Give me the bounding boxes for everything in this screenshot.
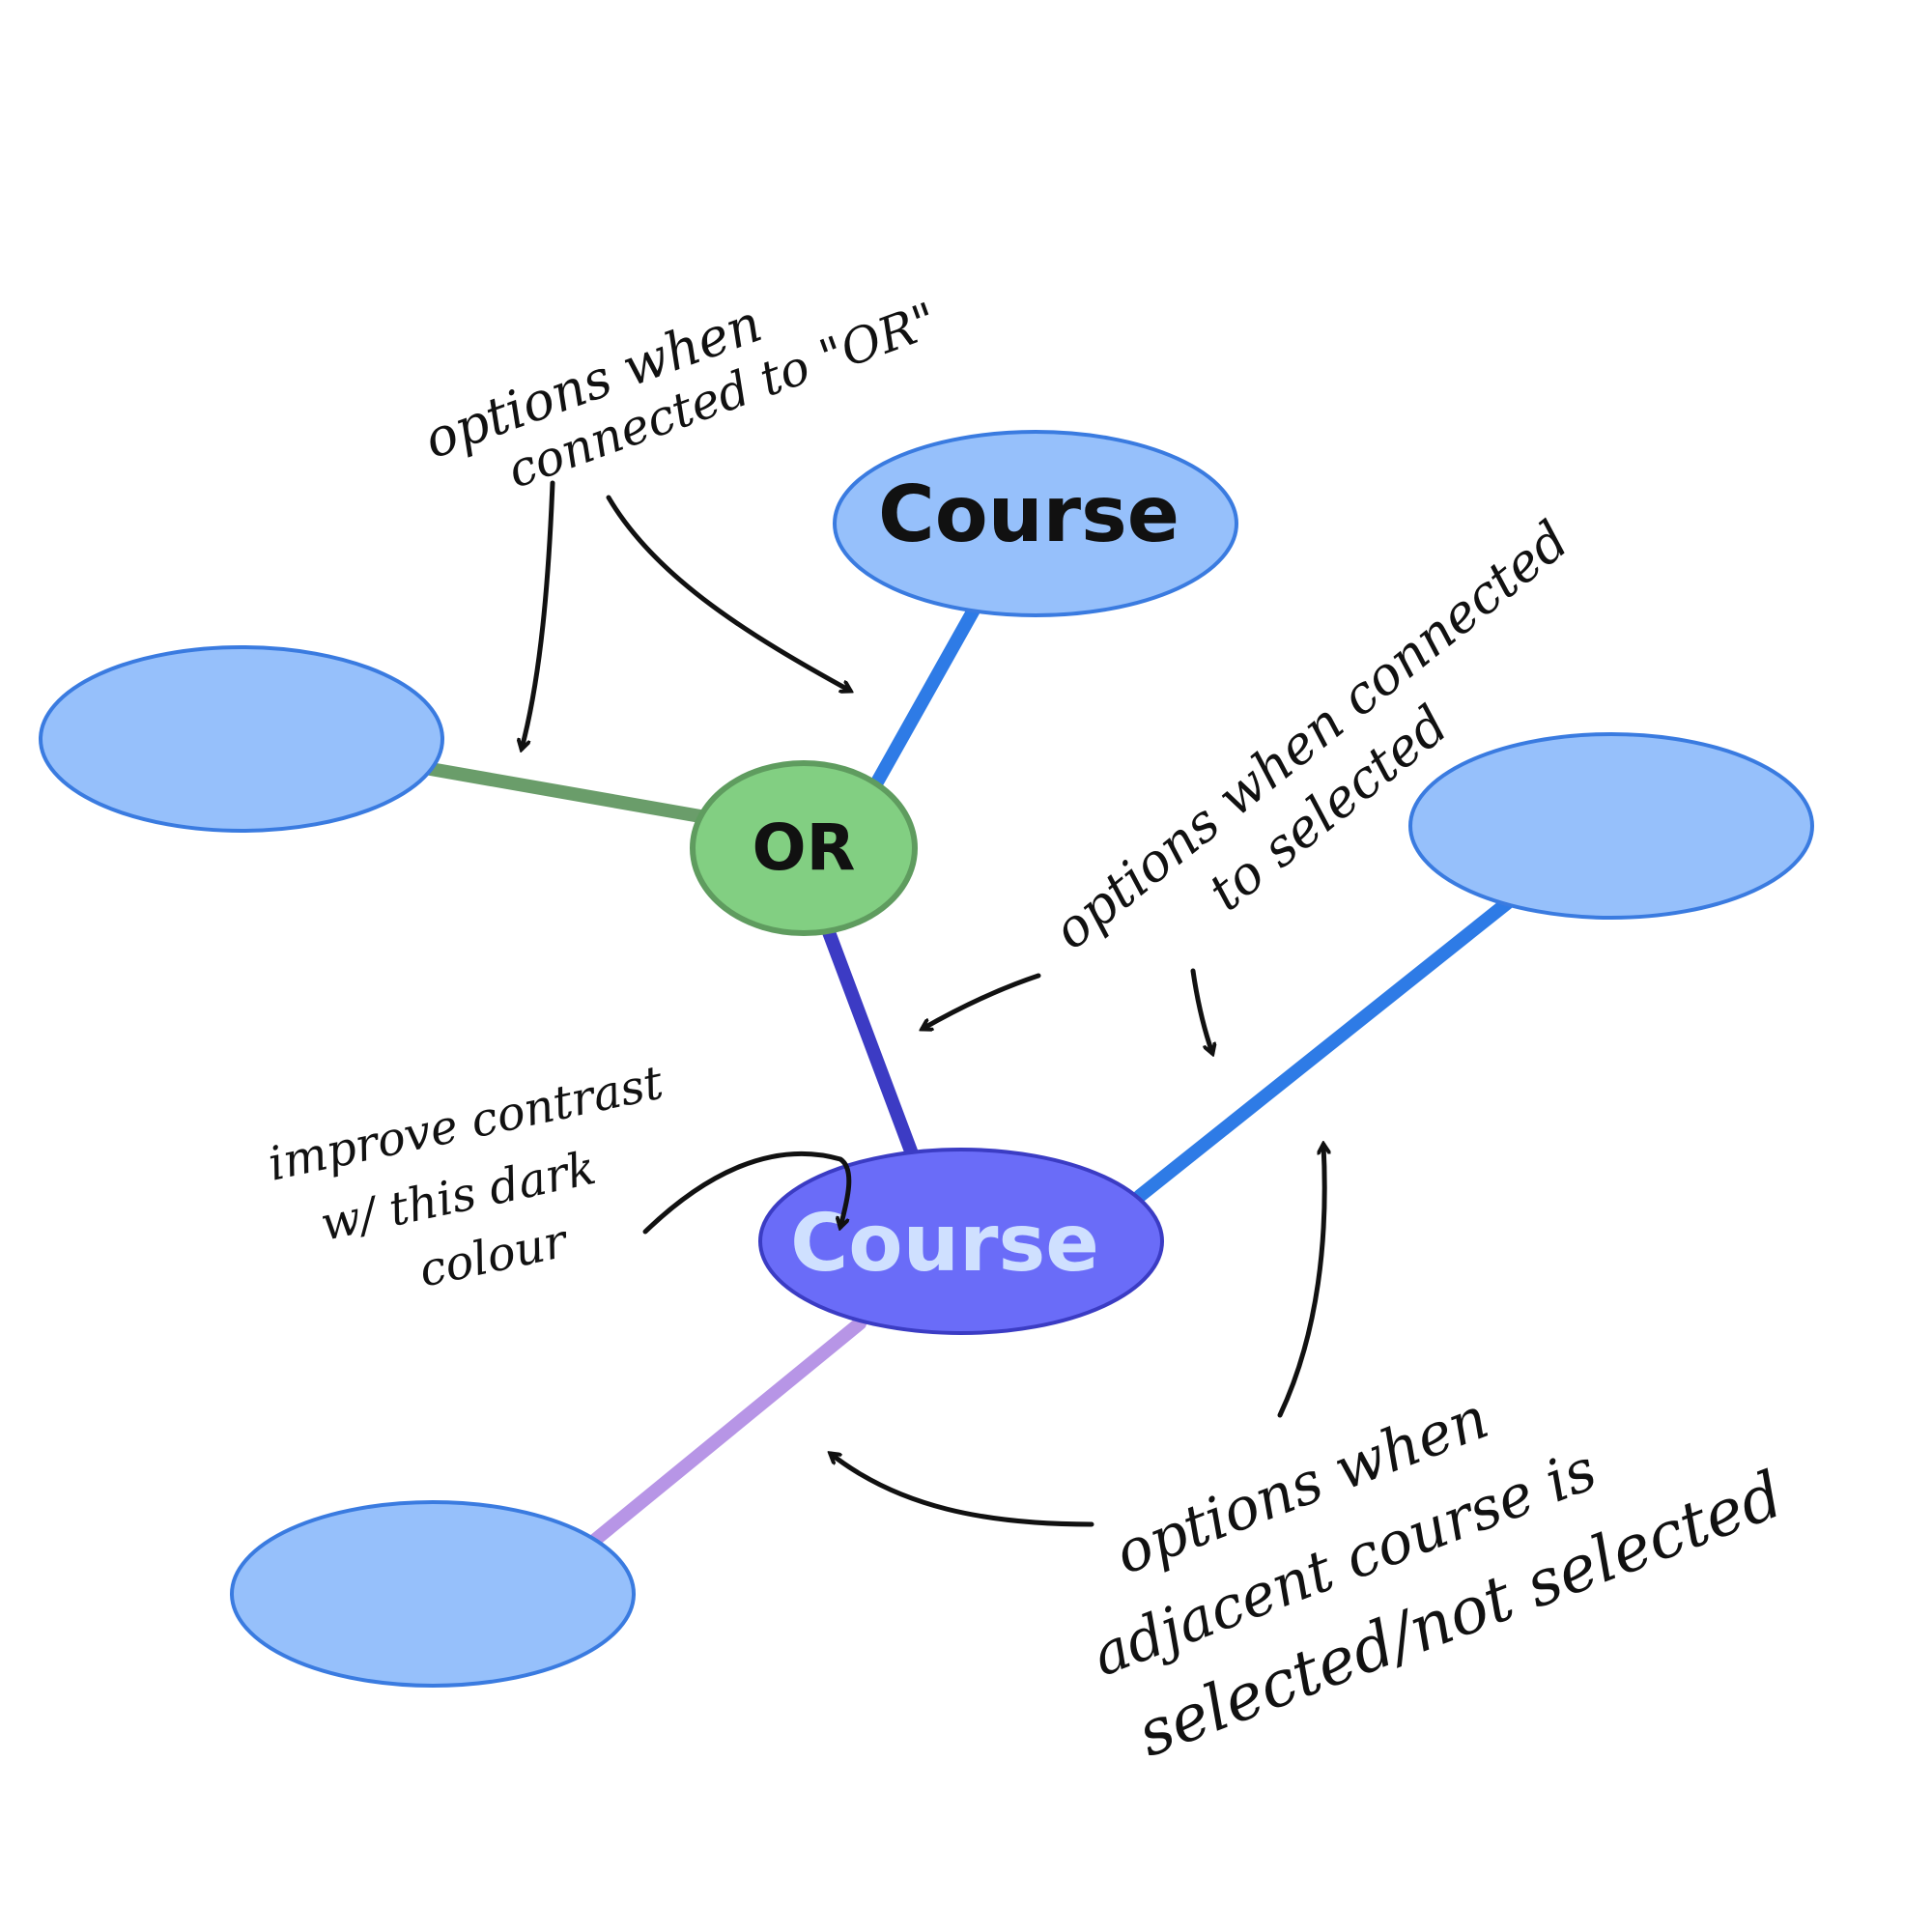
edge-selected-to-bottom xyxy=(587,1317,867,1548)
course-node-selected-shape xyxy=(758,1148,1164,1335)
arrow-selected-note-to-or-edge xyxy=(923,973,1041,1029)
empty-node-bottom[interactable] xyxy=(230,1500,636,1688)
edges xyxy=(418,600,1514,1548)
arrow-or-note-to-left-node xyxy=(522,480,555,749)
or-node-label: OR xyxy=(753,810,856,885)
course-node-top[interactable]: Course xyxy=(833,430,1238,617)
course-node-selected-label: Course xyxy=(790,1198,1099,1290)
arrow-or-note-to-or-edge xyxy=(606,495,850,691)
empty-node-left[interactable] xyxy=(39,645,444,833)
or-node[interactable]: OR xyxy=(690,760,918,936)
arrow-adjacent-note-to-right-edge xyxy=(1277,1145,1324,1418)
edge-selected-to-right xyxy=(1133,896,1514,1203)
course-node-selected[interactable]: Course xyxy=(758,1148,1164,1335)
course-node-top-label: Course xyxy=(878,469,1179,559)
empty-node-right-shape xyxy=(1408,732,1814,920)
arrow-selected-note-to-right-edge xyxy=(1190,968,1212,1053)
edge-or-to-course-top xyxy=(867,600,982,794)
course-node-top-shape xyxy=(833,430,1238,617)
edge-or-to-selected-course xyxy=(822,925,923,1171)
empty-node-left-shape xyxy=(39,645,444,833)
arrow-contrast-note-to-selected xyxy=(642,1151,852,1235)
adjacent-note: options when adjacent course is selected… xyxy=(1084,1384,1793,1772)
contrast-note: improve contrast w/ this dark colour xyxy=(264,1055,668,1297)
empty-node-right[interactable] xyxy=(1408,732,1814,920)
empty-node-bottom-shape xyxy=(230,1500,636,1688)
nodes: Course OR Course xyxy=(39,430,1814,1688)
or-node-shape xyxy=(690,760,918,936)
arrow-adjacent-note-to-bottom-edge xyxy=(831,1454,1094,1527)
edge-left-to-or xyxy=(418,761,707,823)
annotation-arrows xyxy=(522,480,1324,1527)
